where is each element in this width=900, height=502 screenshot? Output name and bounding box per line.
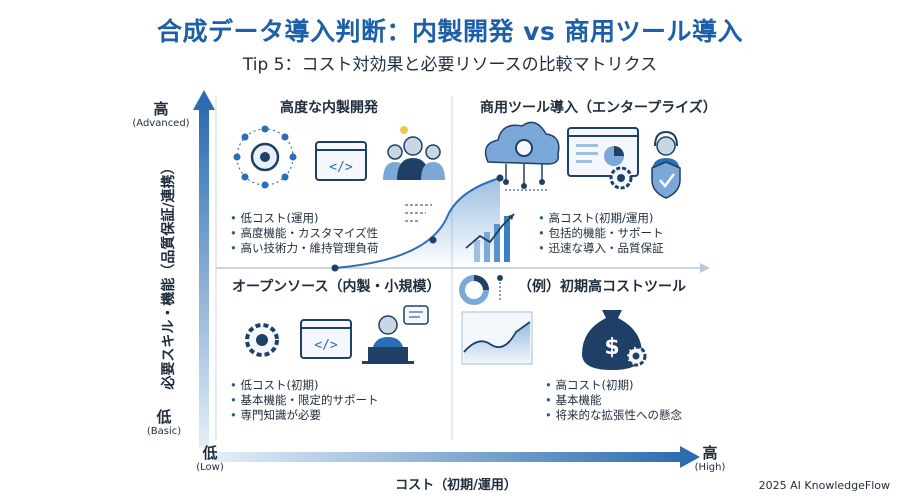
- money-bag-icon: $: [582, 310, 642, 370]
- x-axis-arrow: [212, 446, 700, 468]
- list-item: 迅速な導入・品質保証: [538, 241, 663, 256]
- page-subtitle: Tip 5：コスト対効果と必要リソースの比較マトリクス: [242, 55, 658, 75]
- x-axis-title: コスト（初期/運用）: [395, 478, 517, 493]
- code-window-icon: </>: [300, 319, 352, 359]
- svg-text:$: $: [604, 335, 619, 360]
- chat-bubble-icon: [403, 305, 429, 325]
- shield-check-icon: [651, 161, 681, 199]
- list-item: 低コスト(運用): [230, 211, 378, 226]
- gear-icon: [625, 345, 647, 367]
- cloud-gear-icon: [484, 121, 560, 189]
- line-chart-icon: [461, 311, 533, 365]
- dashboard-icon: [567, 127, 639, 177]
- list-item: 包括的機能・サポート: [538, 226, 663, 241]
- quadrant-top-left-bullets: 低コスト(運用) 高度機能・カスタマイズ性 高い技術力・維持管理負荷: [230, 211, 378, 256]
- svg-text:</>: </>: [329, 160, 353, 175]
- gear-icon: [245, 323, 279, 357]
- svg-text:</>: </>: [314, 338, 338, 353]
- gear-icon: [609, 166, 633, 190]
- quadrant-bottom-right-bullets: 高コスト(初期) 基本機能 将来的な拡張性への懸念: [545, 378, 682, 423]
- list-item: 高い技術力・維持管理負荷: [230, 241, 378, 256]
- code-window-icon: </>: [315, 141, 367, 181]
- quadrant-bottom-left-title: オープンソース（内製・小規模）: [232, 279, 441, 295]
- list-item: 専門知識が必要: [230, 408, 378, 423]
- quadrant-top-right-title: 商用ツール導入（エンタープライズ）: [480, 100, 717, 116]
- x-axis-low-label: 低 (Low): [196, 444, 224, 473]
- list-item: 高度機能・カスタマイズ性: [230, 226, 378, 241]
- y-axis-low-label: 低 (Basic): [146, 408, 182, 437]
- y-axis-arrow: [193, 90, 215, 448]
- growth-curve-graphic: [331, 174, 515, 272]
- team-icon: [383, 136, 445, 180]
- lightbulb-icon: [400, 126, 408, 134]
- y-axis-high-label: 高 (Advanced): [132, 100, 190, 129]
- credit-text: 2025 AI KnowledgeFlow: [758, 479, 890, 492]
- list-item: 高コスト(初期/運用): [538, 211, 663, 226]
- donut-chart-icon: [459, 275, 489, 305]
- list-item: 基本機能・限定的サポート: [230, 393, 378, 408]
- list-item: 基本機能: [545, 393, 682, 408]
- network-gear-icon: [233, 125, 297, 189]
- list-item: 低コスト(初期): [230, 378, 378, 393]
- developer-laptop-icon: [362, 315, 414, 364]
- quadrant-bottom-right-title: （例）初期高コストツール: [518, 279, 686, 295]
- x-axis-high-label: 高 (High): [694, 444, 726, 473]
- quadrant-top-right-bullets: 高コスト(初期/運用) 包括的機能・サポート 迅速な導入・品質保証: [538, 211, 663, 256]
- list-item: 将来的な拡張性への懸念: [545, 408, 682, 423]
- quadrant-top-left-title: 高度な内製開発: [280, 100, 378, 116]
- page-title: 合成データ導入判断：内製開発 vs 商用ツール導入: [156, 17, 744, 46]
- quadrant-bottom-left-bullets: 低コスト(初期) 基本機能・限定的サポート 専門知識が必要: [230, 378, 378, 423]
- y-axis-title: 必要スキル・機能（品質保証/連携）: [161, 160, 177, 390]
- list-item: 高コスト(初期): [545, 378, 682, 393]
